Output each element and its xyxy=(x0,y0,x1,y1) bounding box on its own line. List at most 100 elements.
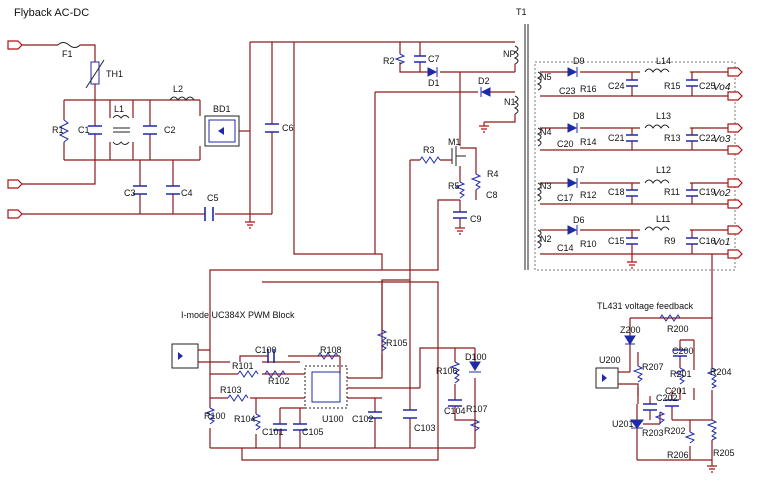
channel-vo2 xyxy=(536,178,743,209)
label-c2: C2 xyxy=(164,125,176,135)
label-th1: TH1 xyxy=(106,69,123,79)
label-r12: R12 xyxy=(580,190,597,200)
label-n5: N5 xyxy=(540,72,552,82)
ac-terminal-l xyxy=(7,40,23,50)
thermistor-icon xyxy=(90,61,100,85)
label-d1: D1 xyxy=(428,78,440,88)
label-l12: L12 xyxy=(656,165,671,175)
output-vo1: Vo1 xyxy=(713,237,730,248)
label-r13: R13 xyxy=(664,133,681,143)
label-c105: C105 xyxy=(302,427,324,437)
label-l2: L2 xyxy=(173,84,183,94)
resistor-icon xyxy=(58,119,70,143)
label-r10: R10 xyxy=(580,239,597,249)
pwm-block-title: I-mode UC384X PWM Block xyxy=(181,310,295,320)
secondary-outputs xyxy=(534,61,743,318)
label-c1: C1 xyxy=(78,125,90,135)
channel-vo1 xyxy=(536,225,743,259)
label-d6: D6 xyxy=(573,215,585,225)
label-c200: C200 xyxy=(672,346,694,356)
input-filter xyxy=(7,40,515,270)
label-c7: C7 xyxy=(428,54,440,64)
fuse-icon xyxy=(57,42,81,48)
label-r102: R102 xyxy=(268,376,290,386)
ac-terminal-n xyxy=(7,179,23,189)
inductor-icon xyxy=(169,96,195,101)
label-r2: R2 xyxy=(383,56,395,66)
label-l11: L11 xyxy=(656,214,670,224)
label-r11: R11 xyxy=(664,187,680,197)
label-l13: L13 xyxy=(656,111,671,121)
capacitor-icon xyxy=(88,125,102,135)
label-c24: C24 xyxy=(608,81,625,91)
label-c14: C14 xyxy=(557,243,574,253)
label-r100: R100 xyxy=(204,411,226,421)
label-r107: R107 xyxy=(466,404,488,414)
label-c101: C101 xyxy=(262,427,284,437)
diode-icon xyxy=(427,67,438,77)
label-d100: D100 xyxy=(465,352,487,362)
label-z200: Z200 xyxy=(620,325,641,335)
ac-terminal-pe xyxy=(7,209,23,219)
label-c4: C4 xyxy=(181,188,193,198)
tl431-feedback xyxy=(595,314,718,473)
label-r205: R205 xyxy=(713,448,735,458)
label-c102: C102 xyxy=(352,414,374,424)
label-r16: R16 xyxy=(580,84,597,94)
label-u201: U201 xyxy=(612,419,634,429)
label-c9: C9 xyxy=(470,214,482,224)
label-r103: R103 xyxy=(220,385,242,395)
label-l1: L1 xyxy=(114,104,124,114)
label-r106: R106 xyxy=(436,366,458,376)
label-c22: C22 xyxy=(699,133,716,143)
label-c103: C103 xyxy=(414,423,436,433)
label-r203: R203 xyxy=(642,428,664,438)
pwm-block xyxy=(171,280,481,461)
label-n2: N2 xyxy=(540,234,552,244)
label-m1: M1 xyxy=(448,137,461,147)
label-c100: C100 xyxy=(255,345,277,355)
output-vo2: Vo2 xyxy=(713,188,731,199)
label-c25: C25 xyxy=(699,81,716,91)
label-d8: D8 xyxy=(573,111,585,121)
label-r206: R206 xyxy=(667,450,689,460)
label-c5: C5 xyxy=(207,193,219,203)
label-u100: U100 xyxy=(322,414,344,424)
label-r104: R104 xyxy=(234,414,256,424)
label-c104: C104 xyxy=(444,406,466,416)
main-title: Flyback AC-DC xyxy=(14,7,89,19)
label-r200: R200 xyxy=(667,324,689,334)
mosfet-icon xyxy=(451,146,466,166)
label-c21: C21 xyxy=(608,133,625,143)
label-r15: R15 xyxy=(664,81,681,91)
channel-vo4 xyxy=(536,67,743,101)
optocoupler-u200-icon xyxy=(595,367,619,389)
choke-icon xyxy=(112,115,130,145)
label-c19: C19 xyxy=(699,187,716,197)
label-c16: C16 xyxy=(699,236,716,246)
label-c6: C6 xyxy=(282,123,294,133)
label-c17: C17 xyxy=(557,193,574,203)
output-vo3: Vo3 xyxy=(713,134,731,145)
label-r4: R4 xyxy=(487,169,499,179)
label-bd1: BD1 xyxy=(213,104,231,114)
label-r202: R202 xyxy=(664,426,686,436)
label-r101: R101 xyxy=(232,361,254,371)
label-n4: N4 xyxy=(540,127,552,137)
label-r9: R9 xyxy=(664,236,676,246)
label-r204: R204 xyxy=(710,367,732,377)
label-c18: C18 xyxy=(608,187,625,197)
label-l14: L14 xyxy=(656,56,671,66)
label-r108: R108 xyxy=(320,345,342,355)
label-c202: C202 xyxy=(656,393,678,403)
primary-side xyxy=(209,24,529,380)
label-r3: R3 xyxy=(423,145,435,155)
label-d9: D9 xyxy=(573,56,585,66)
optocoupler-icon xyxy=(171,343,199,369)
label-c20: C20 xyxy=(557,139,574,149)
label-f1: F1 xyxy=(62,49,73,59)
label-c8: C8 xyxy=(486,190,498,200)
label-n1: N1 xyxy=(504,97,516,107)
label-r201: R201 xyxy=(670,369,692,379)
label-d7: D7 xyxy=(573,165,585,175)
